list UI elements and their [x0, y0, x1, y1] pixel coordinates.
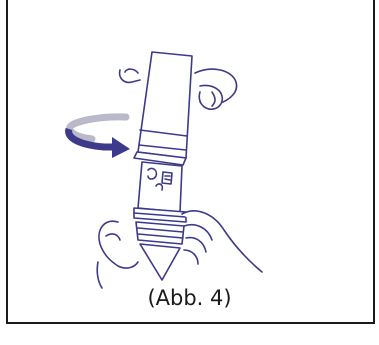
figure-caption: (Abb. 4) — [0, 286, 379, 310]
pen-cap — [134, 52, 192, 165]
rotate-arrow-icon — [69, 117, 130, 158]
pen-body — [134, 162, 186, 280]
